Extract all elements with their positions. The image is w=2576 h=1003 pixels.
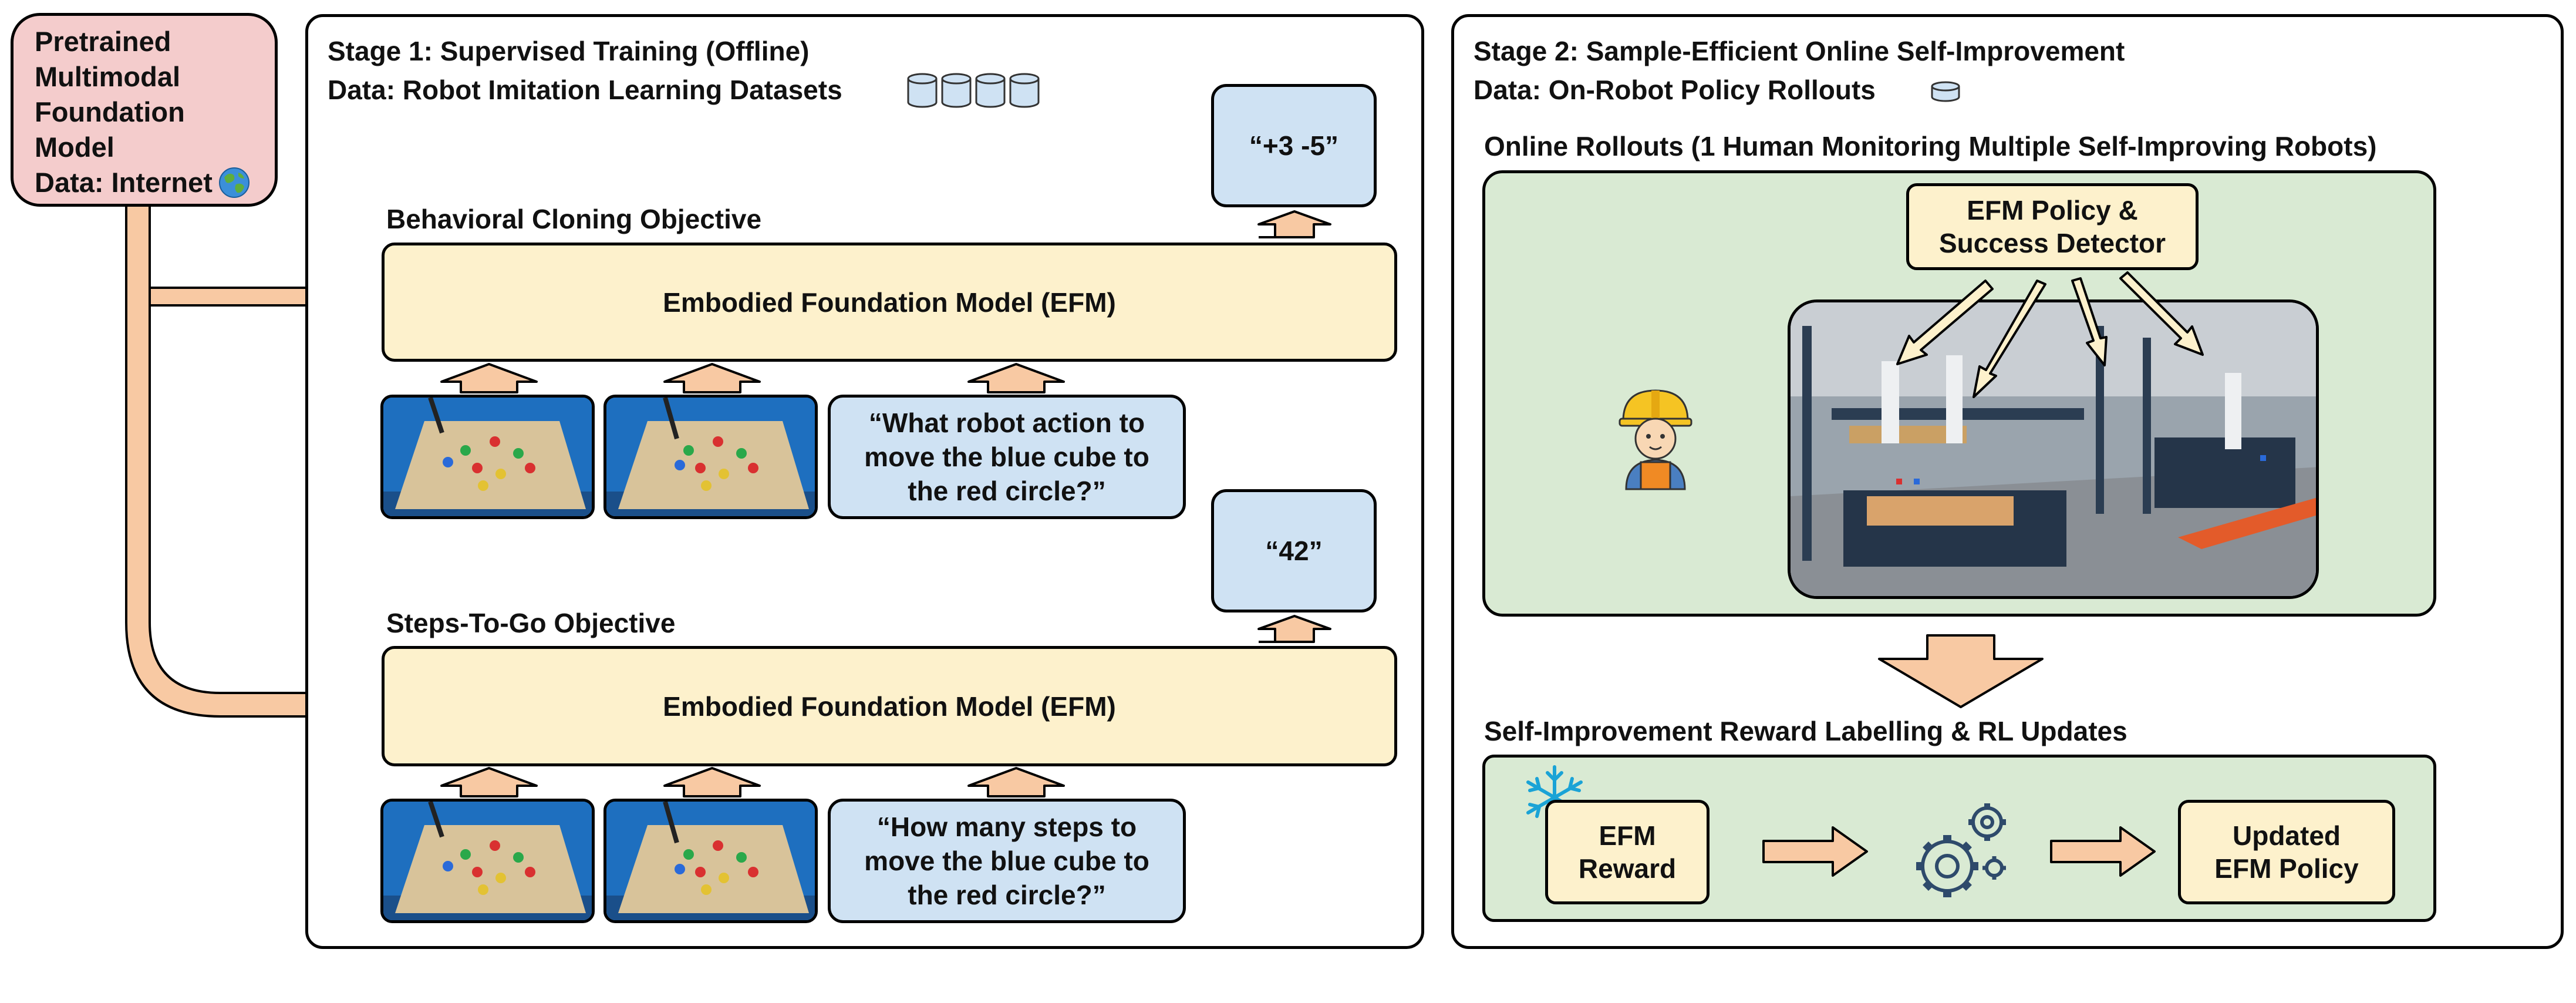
robot-lab-photo xyxy=(1788,299,2319,599)
stage1-title: Stage 1: Supervised Training (Offline) xyxy=(328,36,810,66)
stg-prompt-box: “How many steps to move the blue cube to… xyxy=(828,799,1186,923)
rollouts-heading: Online Rollouts (1 Human Monitoring Mult… xyxy=(1484,131,2377,161)
policy-detector-line-1: EFM Policy & xyxy=(1967,195,2138,225)
bc-robot-image-1 xyxy=(380,395,595,519)
stg-robot-image-2 xyxy=(603,799,818,923)
bc-model-box: Embodied Foundation Model (EFM) xyxy=(382,243,1397,362)
foundation-title-line-1: Pretrained xyxy=(35,26,171,57)
stg-prompt-line-3: the red circle?” xyxy=(908,880,1106,910)
efm-reward-line-1: EFM xyxy=(1599,820,1656,851)
foundation-title-line-3: Foundation xyxy=(35,96,185,127)
stg-output-box: “42” xyxy=(1211,489,1377,612)
stg-output-text: “42” xyxy=(1265,536,1323,566)
stage1-data-label: Data: Robot Imitation Learning Datasets xyxy=(328,75,842,105)
efm-reward-line-2: Reward xyxy=(1578,853,1677,884)
stg-prompt-line-2: move the blue cube to xyxy=(864,846,1149,876)
foundation-data-row: Data: Internet xyxy=(35,165,250,200)
foundation-data-label: Data: Internet xyxy=(35,167,213,198)
database-icon xyxy=(907,73,1040,108)
stg-prompt-line-1: “How many steps to xyxy=(876,812,1137,842)
bc-output-arrow xyxy=(1257,210,1331,238)
updated-policy-line-1: Updated xyxy=(2233,820,2341,851)
gears-to-updated-arrow xyxy=(2050,826,2156,877)
reward-to-gears-arrow xyxy=(1762,826,1868,877)
foundation-model-box: Pretrained Multimodal Foundation Model D… xyxy=(11,13,278,207)
gears-icon xyxy=(1916,803,2006,897)
efm-reward-box: EFM Reward xyxy=(1545,800,1710,904)
worker-icon xyxy=(1619,389,1692,490)
globe-icon xyxy=(218,167,249,198)
rollouts-down-arrow xyxy=(1878,634,2044,708)
stg-model-box: Embodied Foundation Model (EFM) xyxy=(382,646,1397,766)
policy-detector-line-2: Success Detector xyxy=(1938,228,2166,258)
stg-model-label: Embodied Foundation Model (EFM) xyxy=(663,691,1116,722)
bc-model-label: Embodied Foundation Model (EFM) xyxy=(663,287,1116,318)
stage2-data-label: Data: On-Robot Policy Rollouts xyxy=(1474,75,1876,105)
foundation-title-line-4: Model xyxy=(35,132,114,163)
bc-output-text: “+3 -5” xyxy=(1249,130,1339,161)
reward-heading: Self-Improvement Reward Labelling & RL U… xyxy=(1484,716,2127,746)
stage2-title: Stage 2: Sample-Efficient Online Self-Im… xyxy=(1474,36,2125,66)
stg-robot-image-1 xyxy=(380,799,595,923)
stg-output-arrow xyxy=(1257,615,1331,643)
bc-prompt-box: “What robot action to move the blue cube… xyxy=(828,395,1186,519)
policy-detector-box: EFM Policy & Success Detector xyxy=(1906,183,2199,270)
rollout-database-icon xyxy=(1931,81,1960,102)
bc-prompt-line-1: “What robot action to xyxy=(868,408,1145,438)
bc-output-box: “+3 -5” xyxy=(1211,84,1377,207)
bc-prompt-line-2: move the blue cube to xyxy=(864,442,1149,472)
bc-robot-image-2 xyxy=(603,395,818,519)
bc-prompt-line-3: the red circle?” xyxy=(908,476,1106,506)
updated-policy-box: Updated EFM Policy xyxy=(2178,800,2395,904)
foundation-title-line-2: Multimodal xyxy=(35,61,181,92)
bc-heading: Behavioral Cloning Objective xyxy=(386,204,762,234)
stg-heading: Steps-To-Go Objective xyxy=(386,608,676,638)
updated-policy-line-2: EFM Policy xyxy=(2214,853,2359,884)
